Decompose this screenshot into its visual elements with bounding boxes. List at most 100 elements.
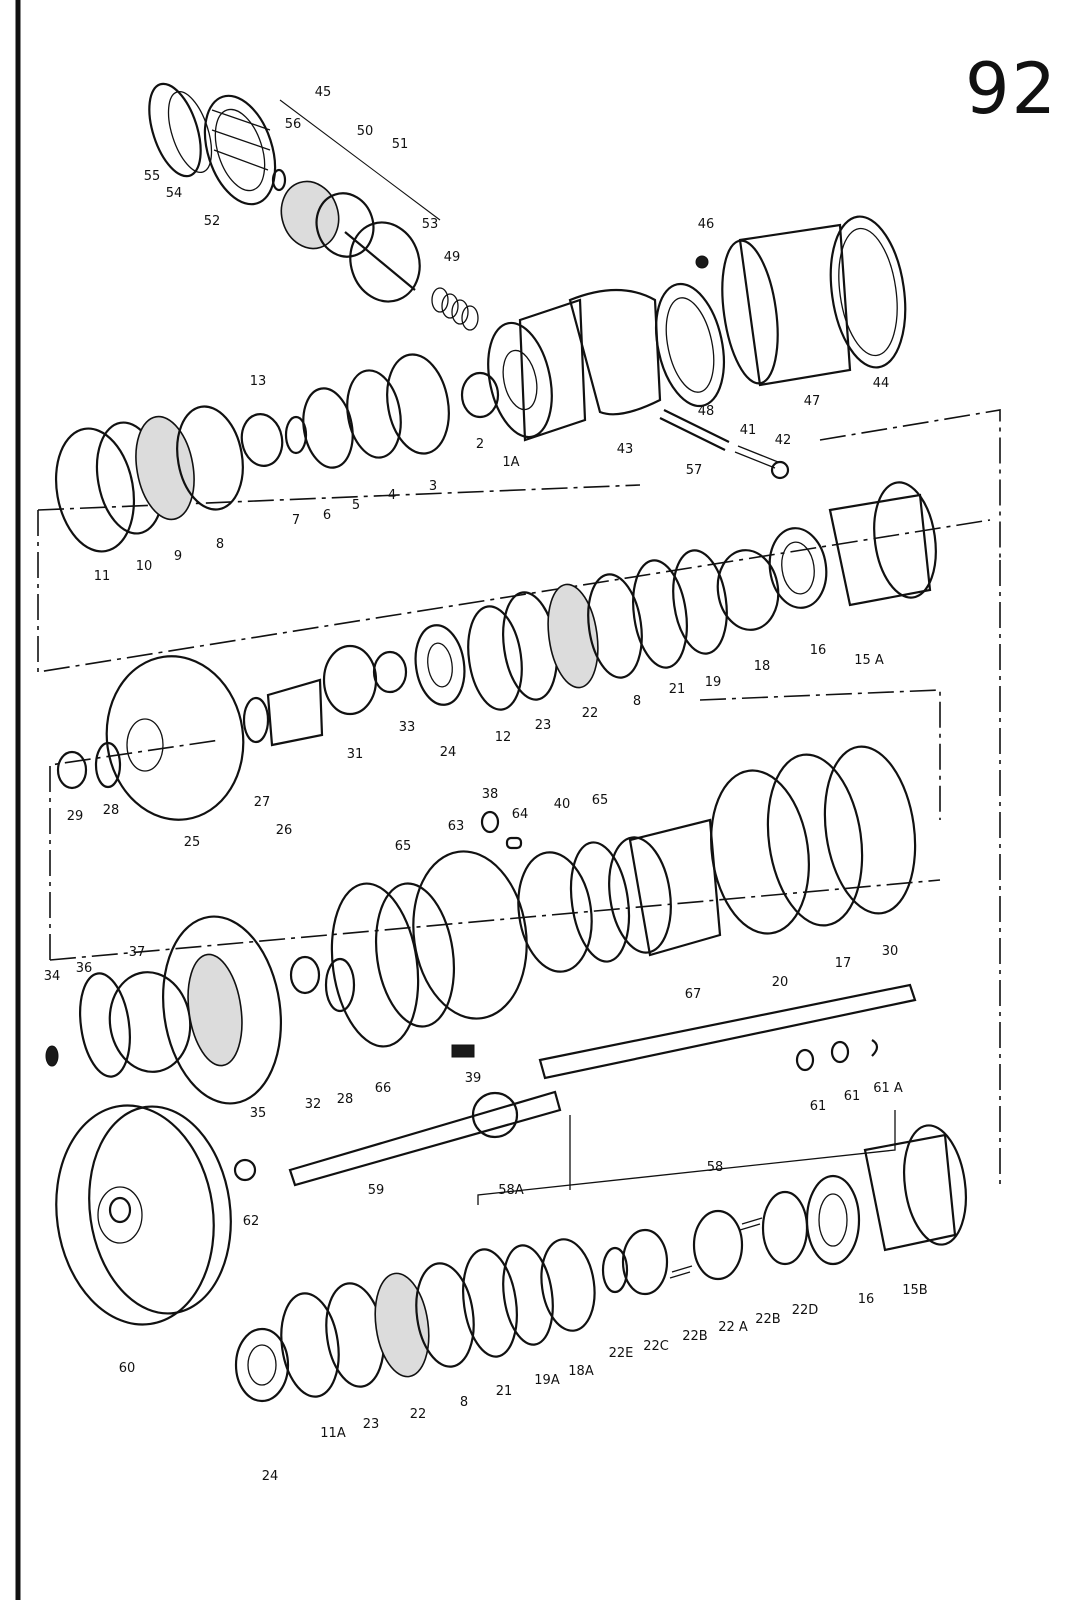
part-label-49: 49 xyxy=(444,250,461,265)
part-label-22b: 22B xyxy=(755,1312,780,1327)
part-label-8: 8 xyxy=(633,694,641,709)
part-label-1a: 1A xyxy=(502,455,519,470)
part-label-30: 30 xyxy=(882,944,899,959)
part-label-8: 8 xyxy=(216,537,224,552)
assembly-axes xyxy=(37,409,1001,1190)
part-label-21: 21 xyxy=(669,682,686,697)
part-label-17: 17 xyxy=(835,956,852,971)
part-label-7: 7 xyxy=(292,513,300,528)
part-label-12: 12 xyxy=(495,730,512,745)
shafts-group xyxy=(233,983,917,1205)
part-label-22e: 22E xyxy=(609,1346,634,1361)
part-label-46: 46 xyxy=(698,217,715,232)
drum-and-housing-group xyxy=(460,215,907,480)
part-label-58: 58 xyxy=(707,1160,724,1175)
part-label-6: 6 xyxy=(323,508,331,523)
part-label-67: 67 xyxy=(685,987,702,1002)
part-label-61: 61 xyxy=(810,1099,827,1114)
part-label-27: 27 xyxy=(254,795,271,810)
part-label-31: 31 xyxy=(347,747,364,762)
part-label-33: 33 xyxy=(399,720,416,735)
part-label-29: 29 xyxy=(67,809,84,824)
page-number: 92 xyxy=(965,48,1059,130)
part-label-47: 47 xyxy=(804,394,821,409)
part-label-58a: 58A xyxy=(498,1183,524,1198)
converter-group xyxy=(55,1104,232,1326)
part-label-37: 37 xyxy=(129,945,146,960)
part-label-18a: 18A xyxy=(568,1364,594,1379)
part-label-15b: 15B xyxy=(902,1283,927,1298)
part-label-60: 60 xyxy=(119,1361,136,1376)
part-label-36: 36 xyxy=(76,961,93,976)
part-label-55: 55 xyxy=(144,169,161,184)
part-label-54: 54 xyxy=(166,186,183,201)
part-label-65: 65 xyxy=(395,839,412,854)
part-label-24: 24 xyxy=(262,1469,279,1484)
part-label-32: 32 xyxy=(305,1097,322,1112)
part-label-22d: 22D xyxy=(792,1303,819,1318)
clutch-pack-lower-group xyxy=(234,1124,967,1403)
part-label-40: 40 xyxy=(554,797,571,812)
part-label-43: 43 xyxy=(617,442,634,457)
part-label-26: 26 xyxy=(276,823,293,838)
part-label-4: 4 xyxy=(388,488,396,503)
part-label-62: 62 xyxy=(243,1214,260,1229)
part-label-5: 5 xyxy=(352,498,360,513)
part-label-59: 59 xyxy=(368,1183,385,1198)
part-label-11: 11 xyxy=(94,569,111,584)
part-label-65: 65 xyxy=(592,793,609,808)
part-label-41: 41 xyxy=(740,423,757,438)
part-label-22: 22 xyxy=(582,706,599,721)
gear-clutch-row-group xyxy=(56,481,937,821)
part-label-39: 39 xyxy=(465,1071,482,1086)
part-label-51: 51 xyxy=(392,137,409,152)
part-label-61: 61 xyxy=(844,1089,861,1104)
part-label-66: 66 xyxy=(375,1081,392,1096)
part-label-11a: 11A xyxy=(320,1426,346,1441)
middle-assembly-group xyxy=(45,745,917,1105)
part-label-8: 8 xyxy=(460,1395,468,1410)
part-label-45: 45 xyxy=(315,85,332,100)
part-label-64: 64 xyxy=(512,807,529,822)
part-label-52: 52 xyxy=(204,214,221,229)
part-label-9: 9 xyxy=(174,549,182,564)
part-label-15a: 15 A xyxy=(854,653,884,668)
part-label-18: 18 xyxy=(754,659,771,674)
part-label-38: 38 xyxy=(482,787,499,802)
part-label-10: 10 xyxy=(136,559,153,574)
part-label-21: 21 xyxy=(496,1384,513,1399)
part-label-22a: 22 A xyxy=(718,1320,748,1335)
clutch-pack-upper-group xyxy=(54,353,450,553)
part-label-42: 42 xyxy=(775,433,792,448)
part-label-48: 48 xyxy=(698,404,715,419)
piston-assembly-group xyxy=(148,82,479,331)
part-label-13: 13 xyxy=(250,374,267,389)
part-label-44: 44 xyxy=(873,376,890,391)
part-label-23: 23 xyxy=(363,1417,380,1432)
part-label-34: 34 xyxy=(44,969,61,984)
part-label-3: 3 xyxy=(429,479,437,494)
part-label-61a: 61 A xyxy=(873,1081,903,1096)
part-label-20: 20 xyxy=(772,975,789,990)
part-label-24: 24 xyxy=(440,745,457,760)
part-label-22c: 22C xyxy=(643,1339,669,1354)
part-label-19a: 19A xyxy=(534,1373,560,1388)
part-label-25: 25 xyxy=(184,835,201,850)
part-label-23: 23 xyxy=(535,718,552,733)
part-label-16: 16 xyxy=(810,643,827,658)
part-label-35: 35 xyxy=(250,1106,267,1121)
part-label-56: 56 xyxy=(285,117,302,132)
part-label-63: 63 xyxy=(448,819,465,834)
part-label-22b: 22B xyxy=(682,1329,707,1344)
part-label-28: 28 xyxy=(103,803,120,818)
part-label-50: 50 xyxy=(357,124,374,139)
part-label-19: 19 xyxy=(705,675,722,690)
part-label-16: 16 xyxy=(858,1292,875,1307)
part-label-22: 22 xyxy=(410,1407,427,1422)
part-label-57: 57 xyxy=(686,463,703,478)
part-label-28: 28 xyxy=(337,1092,354,1107)
part-label-53: 53 xyxy=(422,217,439,232)
part-label-2: 2 xyxy=(476,437,484,452)
